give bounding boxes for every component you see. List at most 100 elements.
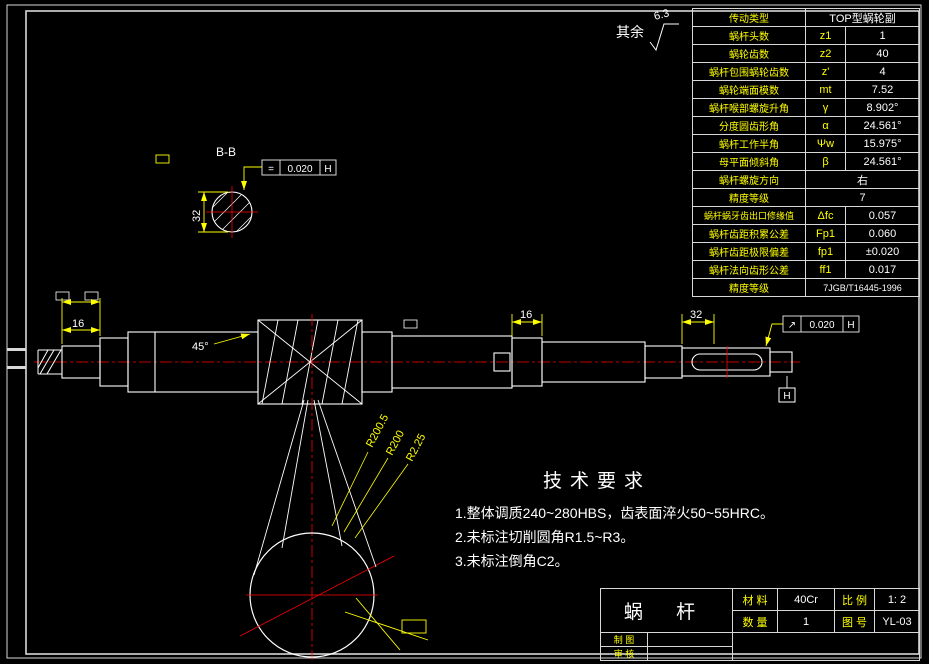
section-centerlines [206,186,258,238]
param-symbol: z2 [805,44,846,63]
worm-thread-lines [257,319,363,405]
drafted-label: 制 图 [600,632,648,647]
roughness-mark [155,154,170,164]
roughness-icon [649,23,679,52]
technical-requirements: 技术要求 1.整体调质240~280HBS，齿表面淬火50~55HRC。 2.未… [455,466,885,573]
empty-cell [647,646,733,661]
param-value: 1 [844,26,921,45]
param-label: 蜗杆喉部螺旋升角 [692,98,806,117]
surface-roughness-note: 其余 6.3 [616,7,679,52]
datum-h-flag [778,376,796,403]
param-symbol: z1 [805,26,846,45]
generation-cone-lines [253,399,377,576]
param-label: 母平面倾斜角 [692,152,806,171]
tolerance-datum: H [324,164,331,175]
param-label: 蜗轮端面模数 [692,80,806,99]
radius-label-3: R2.25 [404,432,428,464]
param-value: 7 [804,188,921,207]
param-symbol: z' [805,62,846,81]
dim-16-right-text: 16 [520,309,532,321]
drawing-no-label: 图 号 [834,610,875,633]
symmetry-tolerance-frame [261,159,337,176]
tech-item: 3.未标注倒角C2。 [455,553,569,569]
param-value: 7JGB/T16445-1996 [804,278,921,297]
dim-16-left [61,298,101,344]
param-label: 蜗杆螺旋方向 [692,170,806,189]
title-block: 蜗 杆 材 料 40Cr 比 例 1: 2 数 量 1 图 号 YL-03 制 … [600,588,920,661]
surface-note-value: 6.3 [653,7,671,23]
empty-cell [647,632,733,647]
param-value: 4 [844,62,921,81]
material-value: 40Cr [777,588,835,611]
angle-dim-marks [344,597,429,651]
dim-32-right [681,314,715,344]
param-value: 24.561° [844,152,921,171]
param-value: 15.975° [844,134,921,153]
drawing-no-value: YL-03 [874,610,920,633]
runout-datum: H [847,320,854,331]
scale-label: 比 例 [834,588,875,611]
shaft-outline [61,319,793,405]
chamfer-text: 45° [192,341,209,353]
dim-16-right [511,314,543,336]
param-value: TOP型蜗轮副 [804,8,921,27]
param-label: 精度等级 [692,278,806,297]
param-label: 蜗杆法向齿形公差 [692,260,806,279]
section-diameter-text: 32 [191,210,203,222]
qty-value: 1 [777,610,835,633]
main-shaft-view: 16 45° 16 32 ↗ 0.020 H [34,291,860,405]
scale-value: 1: 2 [874,588,920,611]
param-symbol: fp1 [805,242,846,261]
param-value: 8.902° [844,98,921,117]
param-label: 蜗杆齿距积累公差 [692,224,806,243]
chamfer-leader [213,333,251,345]
tech-item: 1.整体调质240~280HBS，齿表面淬火50~55HRC。 [455,505,775,521]
param-value: 右 [804,170,921,189]
param-symbol: mt [805,80,846,99]
param-label: 蜗杆头数 [692,26,806,45]
runout-value: 0.020 [809,320,834,331]
datum-h-text: H [783,391,790,402]
section-dim-32 [198,191,228,233]
param-symbol: γ [805,98,846,117]
param-symbol: Ψw [805,134,846,153]
runout-symbol: ↗ [788,320,796,331]
param-value: 24.561° [844,116,921,135]
param-value: 0.057 [844,206,921,225]
radius-leaders [331,451,409,539]
section-view-bb: B-B = 0.020 H 32 [155,145,337,238]
param-label: 传动类型 [692,8,806,27]
param-value: 40 [844,44,921,63]
param-label: 蜗杆齿距极限偏差 [692,242,806,261]
dim-16-left-text: 16 [72,318,84,330]
tolerance-symbol: = [268,164,274,175]
qty-label: 数 量 [732,610,778,633]
radius-label-2: R200 [384,429,407,458]
worm-detail-view: R200.5 R200 R2.25 [239,314,429,660]
detail-diagonal-centerline [239,555,395,637]
param-symbol: ff1 [805,260,846,279]
roughness-marks [55,291,418,329]
shaft-break-section [37,349,62,375]
surface-note-label: 其余 [616,24,644,40]
checked-label: 审 核 [600,646,648,661]
param-label: 蜗杆包围蜗轮齿数 [692,62,806,81]
param-label: 蜗杆工作半角 [692,134,806,153]
param-value: 0.017 [844,260,921,279]
param-value: ±0.020 [844,242,921,261]
material-label: 材 料 [732,588,778,611]
section-hatch [212,192,252,232]
param-label: 蜗杆蜗牙齿出口修缘值 [692,206,806,225]
param-symbol: Δfc [805,206,846,225]
tolerance-value: 0.020 [287,164,312,175]
section-label: B-B [216,145,236,159]
param-value: 0.060 [844,224,921,243]
param-label: 分度圆齿形角 [692,116,806,135]
param-label: 精度等级 [692,188,806,207]
drawing-border [6,4,922,659]
param-label: 蜗轮齿数 [692,44,806,63]
param-symbol: Fp1 [805,224,846,243]
